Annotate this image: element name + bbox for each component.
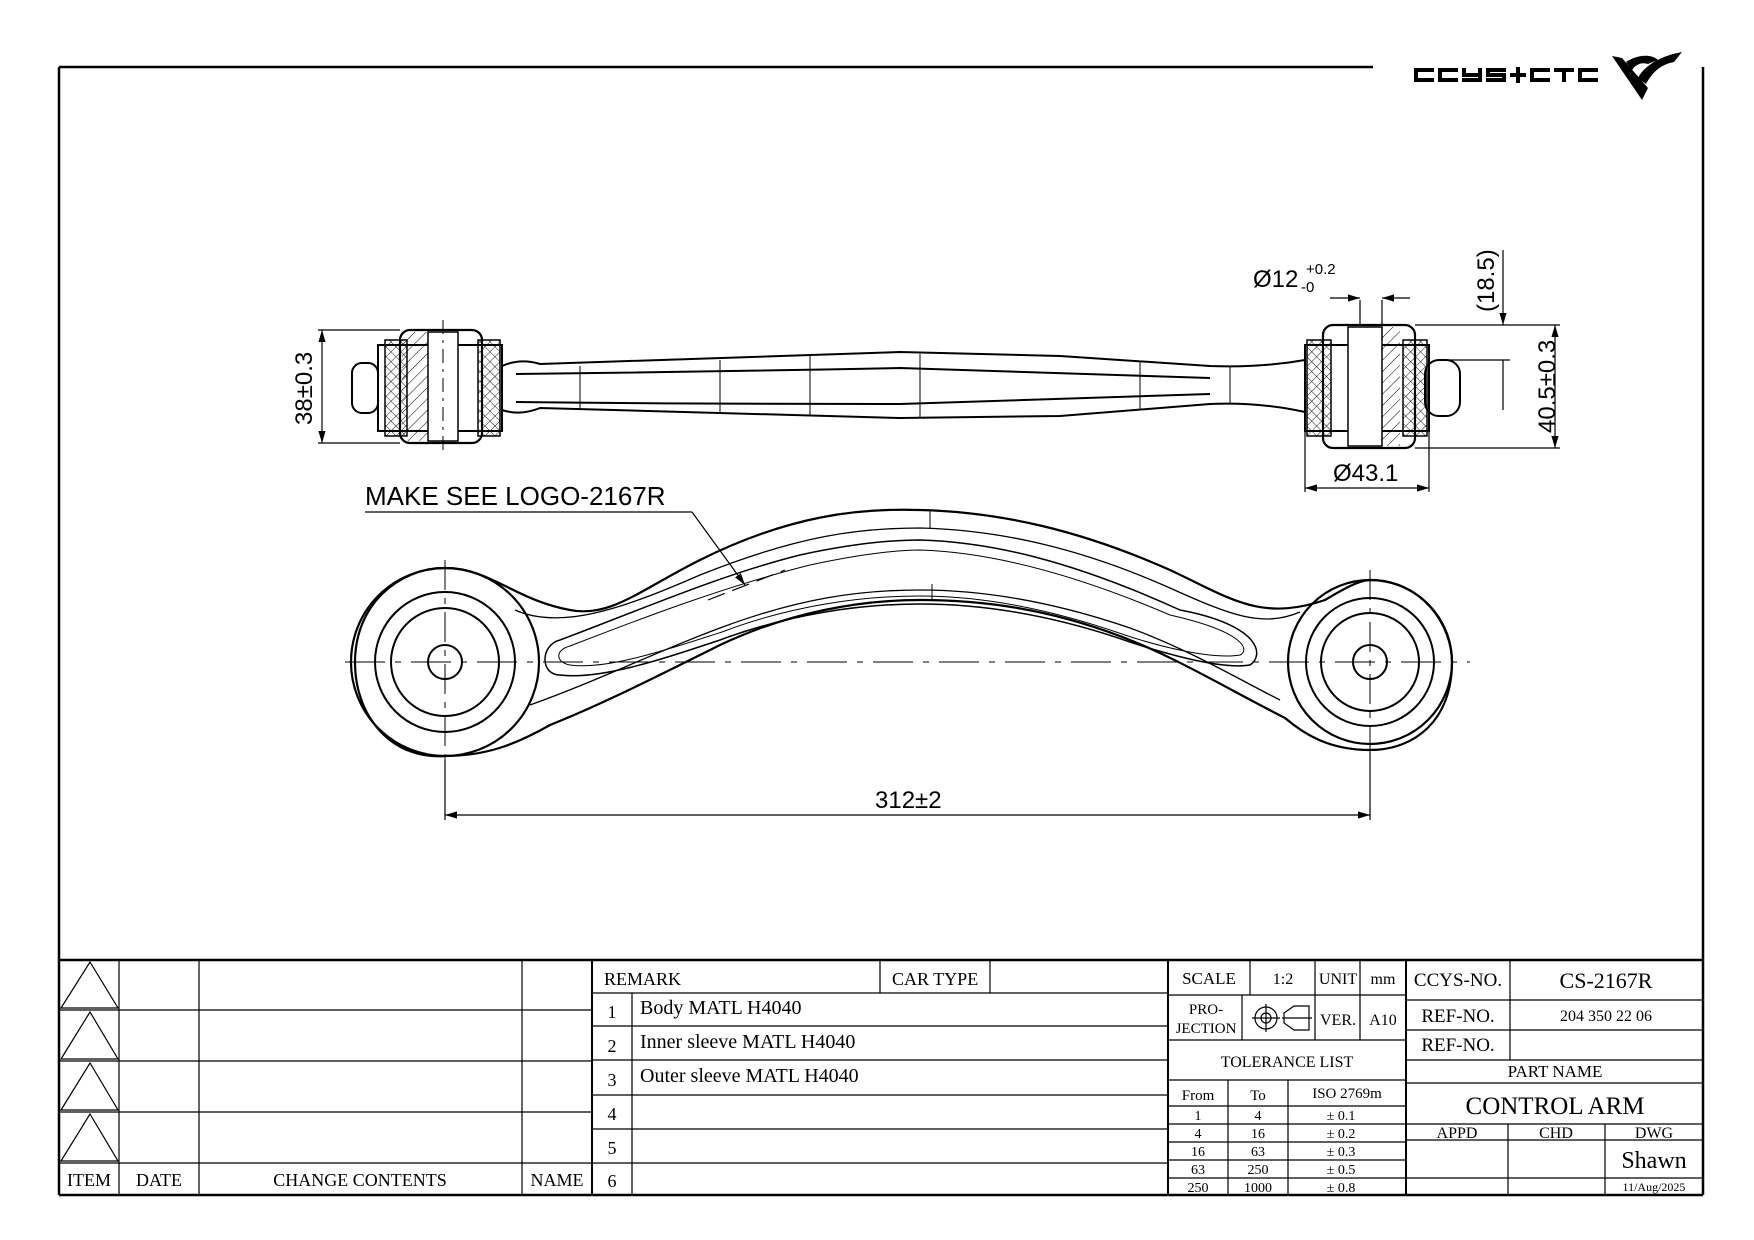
make-see-logo-note: MAKE SEE LOGO-2167R (365, 481, 666, 511)
ccys-ctc-logo (1414, 52, 1682, 100)
dim-bore-tol-upper: +0.2 (1306, 261, 1336, 278)
tol-row-3-tol: ± 0.3 (1327, 1145, 1356, 1160)
unit-label: UNIT (1319, 971, 1357, 988)
appd-label: APPD (1437, 1125, 1478, 1142)
date-value: 11/Aug/2025 (1623, 1180, 1686, 1194)
tolerance-title: TOLERANCE LIST (1221, 1054, 1354, 1071)
tol-row-3-from: 16 (1191, 1145, 1205, 1160)
tol-row-2-tol: ± 0.2 (1327, 1127, 1356, 1142)
scale-label: SCALE (1182, 969, 1236, 988)
remark-row-4-no: 4 (608, 1104, 617, 1124)
remark-row-1-no: 1 (608, 1002, 617, 1022)
remark-label: REMARK (604, 969, 681, 989)
remark-row-3-text: Outer sleeve MATL H4040 (640, 1065, 859, 1087)
ccys-no-label: CCYS-NO. (1414, 970, 1502, 991)
tol-row-1-tol: ± 0.1 (1327, 1109, 1356, 1124)
chd-label: CHD (1539, 1125, 1573, 1142)
right-bushing (1304, 323, 1461, 450)
tol-row-5-to: 1000 (1244, 1181, 1272, 1196)
rev-header-date: DATE (136, 1170, 182, 1190)
tol-row-2-to: 16 (1251, 1127, 1265, 1142)
dim-length: 312±2 (875, 787, 942, 814)
tol-row-1-to: 4 (1255, 1109, 1262, 1124)
dwg-label: DWG (1635, 1125, 1674, 1142)
car-type-label: CAR TYPE (892, 969, 978, 989)
tol-row-5-from: 250 (1188, 1181, 1209, 1196)
front-view (345, 508, 1470, 765)
length-dimension (444, 752, 1371, 820)
title-block-lines (59, 958, 1703, 1195)
dim-outer-dia: Ø43.1 (1333, 460, 1398, 487)
remark-row-1-text: Body MATL H4040 (640, 997, 801, 1019)
tol-header-std: ISO 2769m (1312, 1086, 1382, 1102)
part-name-label: PART NAME (1508, 1062, 1603, 1081)
dwg-value: Shawn (1621, 1148, 1686, 1174)
projection-symbol-icon (1252, 1004, 1312, 1032)
dim-bore-tol-lower: -0 (1301, 279, 1314, 296)
rev-header-name: NAME (531, 1170, 584, 1190)
dim-height-right: 40.5±0.3 (1534, 340, 1561, 433)
dim-bore: Ø12 (1253, 266, 1298, 293)
tol-header-from: From (1182, 1088, 1215, 1104)
tol-row-2-from: 4 (1195, 1127, 1202, 1142)
tol-row-4-to: 250 (1248, 1163, 1269, 1178)
unit-value: mm (1371, 971, 1396, 988)
scale-value: 1:2 (1273, 971, 1293, 988)
tol-row-3-to: 63 (1251, 1145, 1265, 1160)
part-name-value: CONTROL ARM (1466, 1093, 1645, 1120)
top-view (351, 320, 1461, 455)
dim-ref-height: (18.5) (1473, 249, 1500, 312)
remark-row-6-no: 6 (608, 1171, 617, 1191)
ver-label: VER. (1320, 1012, 1356, 1029)
remark-row-3-no: 3 (608, 1070, 617, 1090)
rev-header-item: ITEM (67, 1170, 111, 1190)
top-view-dimensions (318, 250, 1560, 492)
left-bushing (351, 320, 503, 455)
remark-row-2-no: 2 (608, 1036, 617, 1056)
ref-no-label: REF-NO. (1421, 1006, 1494, 1027)
ccys-no-value: CS-2167R (1560, 968, 1653, 993)
tol-header-to: To (1250, 1088, 1266, 1104)
tol-row-4-tol: ± 0.5 (1327, 1163, 1356, 1178)
note-leader (365, 511, 786, 601)
projection-label-2: JECTION (1176, 1021, 1237, 1037)
tol-row-4-from: 63 (1191, 1163, 1205, 1178)
tol-row-5-tol: ± 0.8 (1327, 1181, 1356, 1196)
ref-no2-label: REF-NO. (1421, 1035, 1494, 1056)
remark-row-2-text: Inner sleeve MATL H4040 (640, 1031, 855, 1053)
tol-row-1-from: 1 (1195, 1109, 1202, 1124)
rev-header-change: CHANGE CONTENTS (273, 1170, 447, 1190)
projection-label-1: PRO- (1189, 1002, 1223, 1018)
remark-row-5-no: 5 (608, 1138, 617, 1158)
sheet-border (57, 65, 1705, 1197)
ref-no-value: 204 350 22 06 (1560, 1008, 1652, 1025)
dim-height-left: 38±0.3 (291, 352, 318, 425)
ver-value: A10 (1369, 1012, 1397, 1029)
